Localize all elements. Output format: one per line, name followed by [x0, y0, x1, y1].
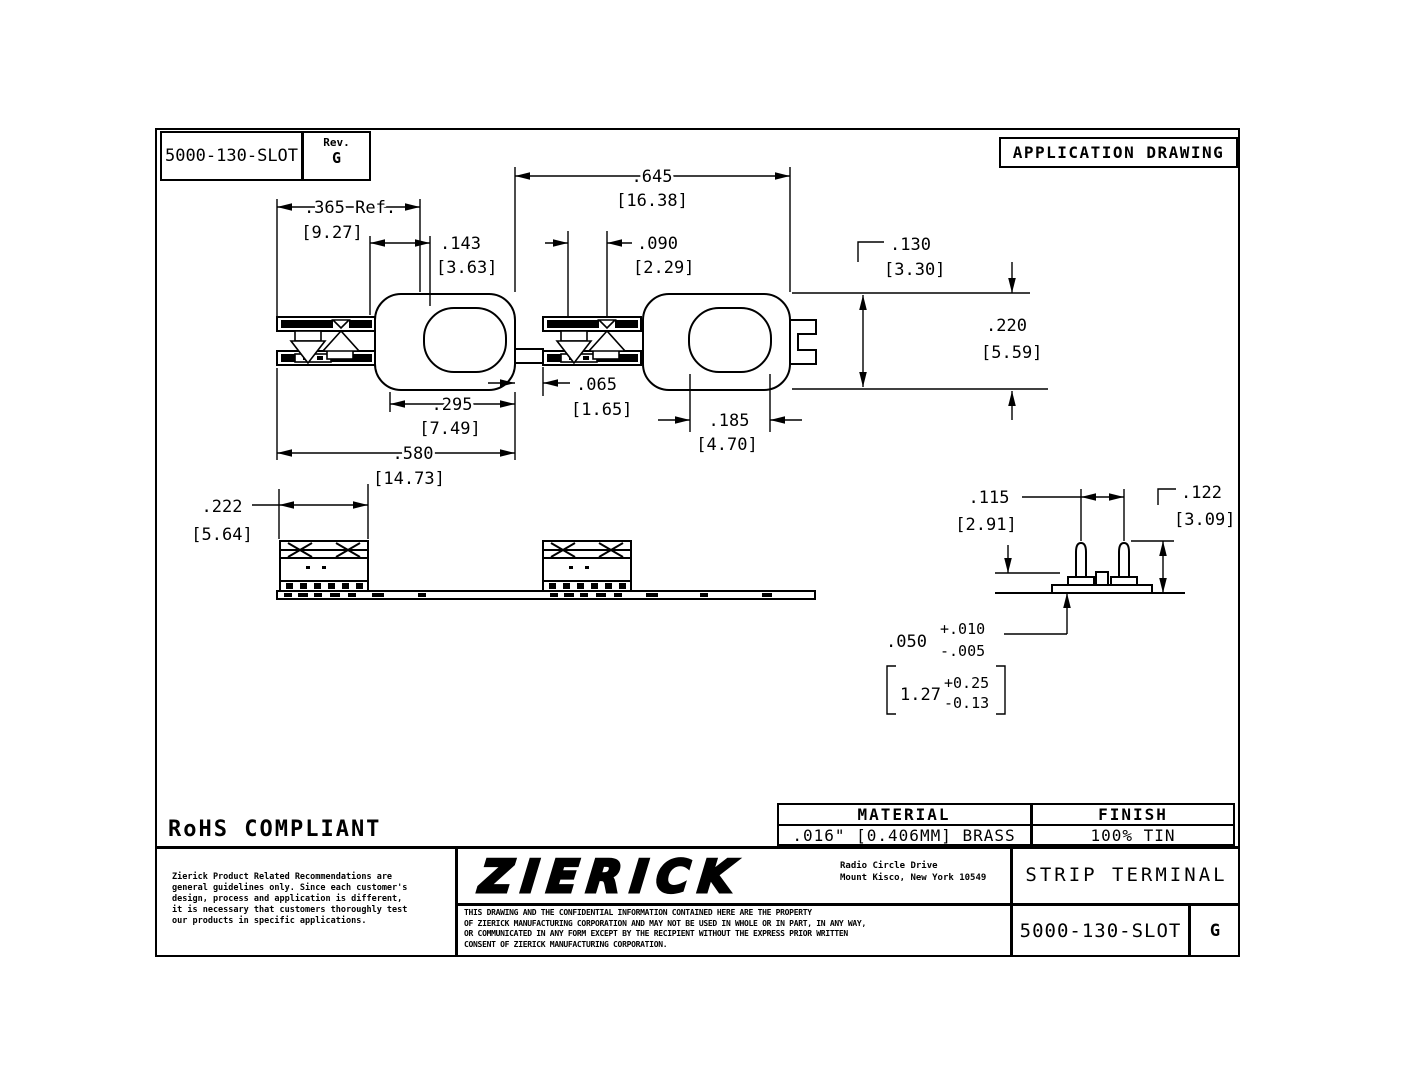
sheet-border: [155, 128, 1240, 957]
material-header: MATERIAL: [857, 805, 951, 824]
svg-text:.645: .645: [632, 167, 673, 187]
svg-text:.365 Ref.: .365 Ref.: [304, 198, 396, 218]
title-rev: G: [1209, 920, 1221, 941]
svg-text:-.005: -.005: [940, 642, 985, 660]
rev-value: G: [331, 149, 342, 167]
product-title: STRIP TERMINAL: [1025, 863, 1228, 886]
side-view-part: [276, 540, 816, 600]
rev-box: Rev. G: [302, 131, 371, 181]
company-address: Radio Circle Drive Mount Kisco, New York…: [840, 861, 987, 883]
top-view-part: [276, 293, 817, 391]
svg-text:.115: .115: [969, 488, 1010, 508]
end-view-part: [995, 541, 1185, 594]
svg-text:[16.38]: [16.38]: [616, 191, 688, 211]
recommendations-note: Zierick Product Related Recommendations …: [172, 872, 408, 926]
dim-130: .130 [3.30]: [857, 235, 1016, 293]
dim-090: .090 [2.29]: [545, 231, 694, 316]
svg-text:[5.59]: [5.59]: [981, 343, 1042, 363]
dim-295: .295 [7.49]: [389, 392, 516, 460]
dim-645: .645 [16.38]: [514, 165, 791, 292]
svg-text:.143: .143: [440, 234, 481, 254]
dim-050: .050 +.010 -.005 1.27 +0.25 -0.13: [886, 545, 1071, 715]
rev-label: Rev.: [323, 136, 350, 149]
zierick-logo: ZIERICK: [476, 849, 747, 905]
svg-text:.065: .065: [576, 375, 617, 395]
svg-text:[5.64]: [5.64]: [191, 525, 252, 545]
svg-text:.050: .050: [886, 632, 927, 652]
dim-115: .115 [2.91]: [955, 488, 1125, 541]
part-number-box: 5000-130-SLOT: [160, 131, 303, 181]
svg-text:[3.30]: [3.30]: [884, 260, 945, 280]
svg-text:[2.29]: [2.29]: [633, 258, 694, 278]
svg-text:.130: .130: [890, 235, 931, 255]
svg-text:.295: .295: [432, 395, 473, 415]
dim-065: .065 [1.65]: [488, 367, 632, 420]
dim-365: .365 Ref. [9.27]: [276, 196, 421, 316]
dim-185: .185 [4.70]: [658, 374, 802, 458]
svg-text:-0.13: -0.13: [944, 694, 989, 712]
svg-text:.090: .090: [637, 234, 678, 254]
svg-text:+0.25: +0.25: [944, 674, 989, 692]
svg-text:[3.63]: [3.63]: [436, 258, 497, 278]
finish-value: 100% TIN: [1090, 825, 1176, 845]
svg-text:.580: .580: [393, 444, 434, 464]
application-drawing-text: APPLICATION DRAWING: [1012, 143, 1225, 162]
svg-text:.185: .185: [709, 411, 750, 431]
title-part-number: 5000-130-SLOT: [1019, 919, 1182, 942]
svg-text:.220: .220: [986, 316, 1027, 336]
application-drawing-banner: APPLICATION DRAWING: [999, 137, 1238, 168]
disclaimer-note: THIS DRAWING AND THE CONFIDENTIAL INFORM…: [464, 908, 866, 949]
rohs-note: RoHS COMPLIANT: [168, 817, 382, 842]
dim-220: .220 [5.59]: [859, 295, 1042, 420]
svg-text:[7.49]: [7.49]: [419, 419, 480, 439]
svg-text:+.010: +.010: [940, 620, 985, 638]
dim-580: .580 [14.73]: [276, 368, 515, 492]
top-view-extension-lines: [792, 292, 1048, 390]
material-value: .016" [0.406MM] BRASS: [792, 825, 1016, 845]
svg-text:[1.65]: [1.65]: [571, 400, 632, 420]
svg-text:[3.09]: [3.09]: [1174, 510, 1235, 530]
dim-143: .143 [3.63]: [369, 234, 497, 315]
svg-text:[14.73]: [14.73]: [373, 469, 445, 489]
svg-text:[4.70]: [4.70]: [696, 435, 757, 455]
svg-text:.122: .122: [1181, 483, 1222, 503]
svg-text:[9.27]: [9.27]: [301, 223, 362, 243]
svg-text:1.27: 1.27: [900, 685, 941, 705]
svg-text:.222: .222: [202, 497, 243, 517]
dim-222: .222 [5.64]: [191, 484, 369, 545]
finish-header: FINISH: [1098, 805, 1168, 824]
dim-122: .122 [3.09]: [1131, 483, 1235, 593]
part-number-text: 5000-130-SLOT: [164, 146, 299, 166]
svg-text:[2.91]: [2.91]: [955, 515, 1016, 535]
